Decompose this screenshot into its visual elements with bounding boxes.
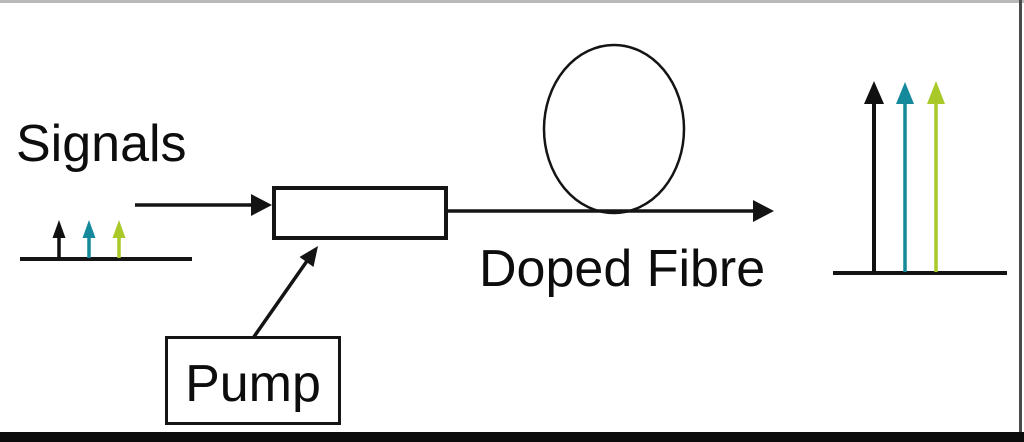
input-spectrum [20, 220, 192, 261]
signals-label: Signals [16, 115, 187, 173]
pump-box: Pump [165, 336, 341, 425]
pump-label: Pump [185, 354, 321, 413]
input-signal-arrowhead-green-icon [112, 220, 126, 238]
input-signal-arrowhead-teal-icon [82, 220, 96, 238]
pump-arrowhead-icon [299, 246, 318, 267]
output-signal-arrowhead-black-icon [864, 81, 884, 104]
output-arrowhead-icon [753, 200, 774, 222]
output-signal-arrowhead-green-icon [927, 81, 945, 104]
output-arrow [447, 200, 774, 222]
output-signal-arrowhead-teal-icon [896, 82, 914, 104]
amplifier-box [272, 186, 448, 240]
fibre-loop [542, 43, 686, 215]
pump-arrow [249, 246, 318, 343]
bottom-border-bar [0, 432, 1024, 442]
input-signal-arrowhead-black-icon [52, 220, 66, 238]
pump-arrow-shaft [249, 259, 309, 343]
right-border-line [1019, 0, 1022, 442]
input-arrow [135, 194, 272, 216]
output-spectrum [833, 81, 1007, 275]
top-border-line [0, 0, 1024, 3]
doped-fibre-label: Doped Fibre [479, 240, 766, 298]
input-arrowhead-icon [251, 194, 272, 216]
